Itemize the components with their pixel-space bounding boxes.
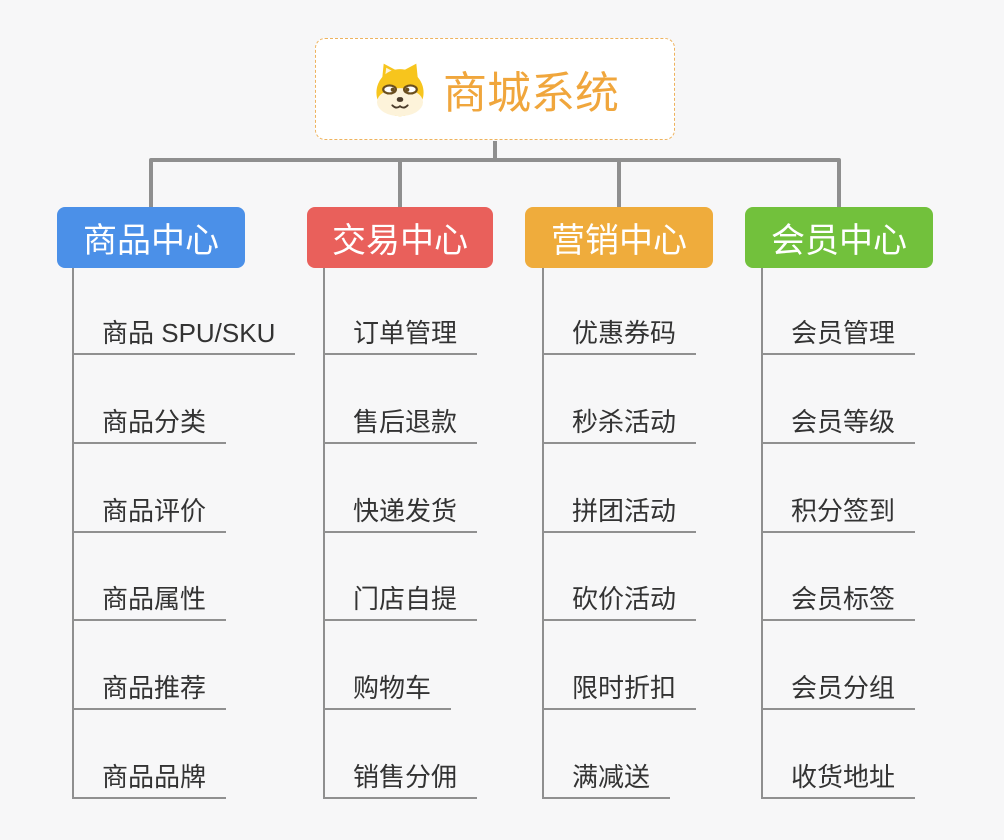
dog-face-icon xyxy=(371,60,429,118)
leaf-node[interactable]: 门店自提 xyxy=(323,586,478,621)
branch-label: 会员中心 xyxy=(771,222,907,260)
leaf-node[interactable]: 限时折扣 xyxy=(542,675,697,710)
leaf-node[interactable]: 订单管理 xyxy=(323,320,478,355)
leaf-node[interactable]: 商品分类 xyxy=(72,409,227,444)
leaf-node[interactable]: 优惠券码 xyxy=(542,320,697,355)
root-node[interactable]: 商城系统 xyxy=(315,38,675,140)
leaf-node[interactable]: 积分签到 xyxy=(761,498,916,533)
branch-node-trade-center[interactable]: 交易中心 xyxy=(307,207,493,268)
branch-label: 营销中心 xyxy=(551,222,687,260)
branch-node-product-center[interactable]: 商品中心 xyxy=(57,207,245,268)
leaf-node[interactable]: 商品 SPU/SKU xyxy=(72,320,296,355)
leaf-node[interactable]: 商品属性 xyxy=(72,586,227,621)
bus-line xyxy=(149,158,841,207)
branch-node-marketing-center[interactable]: 营销中心 xyxy=(525,207,713,268)
leaf-node[interactable]: 会员等级 xyxy=(761,409,916,444)
branch-label: 交易中心 xyxy=(332,222,468,260)
leaf-node[interactable]: 会员分组 xyxy=(761,675,916,710)
leaf-node[interactable]: 拼团活动 xyxy=(542,498,697,533)
leaf-node[interactable]: 收货地址 xyxy=(761,764,916,799)
branch-node-member-center[interactable]: 会员中心 xyxy=(745,207,933,268)
leaf-node[interactable]: 秒杀活动 xyxy=(542,409,697,444)
branch-label: 商品中心 xyxy=(83,222,219,260)
leaf-node[interactable]: 会员管理 xyxy=(761,320,916,355)
leaf-node[interactable]: 会员标签 xyxy=(761,586,916,621)
leaf-node[interactable]: 购物车 xyxy=(323,675,452,710)
leaf-node[interactable]: 销售分佣 xyxy=(323,764,478,799)
leaf-node[interactable]: 砍价活动 xyxy=(542,586,697,621)
leaf-node[interactable]: 售后退款 xyxy=(323,409,478,444)
leaf-node[interactable]: 商品品牌 xyxy=(72,764,227,799)
leaf-node[interactable]: 快递发货 xyxy=(323,498,478,533)
root-title: 商城系统 xyxy=(443,69,619,118)
leaf-node[interactable]: 商品评价 xyxy=(72,498,227,533)
leaf-node[interactable]: 满减送 xyxy=(542,764,671,799)
leaf-node[interactable]: 商品推荐 xyxy=(72,675,227,710)
